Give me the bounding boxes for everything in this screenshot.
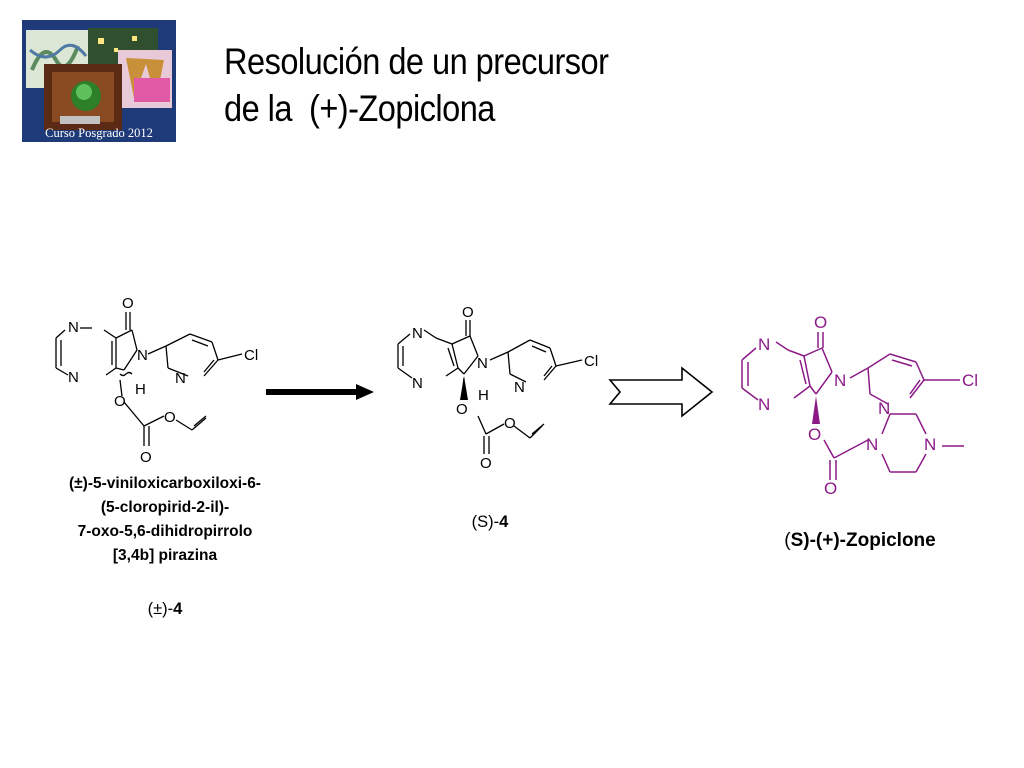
atom-N: N bbox=[924, 435, 936, 454]
atom-H: H bbox=[478, 387, 489, 404]
compound-name-line: (±)-5-viniloxicarboxiloxi-6- bbox=[69, 475, 261, 492]
conversion-arrow bbox=[608, 366, 714, 418]
atom-Cl: Cl bbox=[244, 347, 258, 364]
atom-N: N bbox=[866, 435, 878, 454]
label-prefix: ( bbox=[784, 530, 791, 551]
atom-N: N bbox=[412, 375, 423, 392]
atom-Cl: Cl bbox=[584, 353, 598, 370]
atom-N: N bbox=[68, 369, 79, 386]
compound-number: 4 bbox=[499, 513, 509, 531]
atom-O: O bbox=[140, 449, 152, 466]
s-enantiomer-structure: O N N N N Cl H O O O bbox=[397, 304, 598, 472]
atom-O: O bbox=[122, 295, 134, 312]
atom-N: N bbox=[68, 319, 79, 336]
atom-O: O bbox=[480, 455, 492, 472]
atom-O: O bbox=[462, 304, 474, 321]
logo-collage-image bbox=[22, 20, 176, 142]
racemic-compound-name: (±)-5-viniloxicarboxiloxi-6- (5-cloropir… bbox=[20, 472, 310, 568]
s-enantiomer-atom-labels: O N N N N Cl H O O O bbox=[412, 304, 598, 472]
atom-N: N bbox=[758, 335, 770, 354]
zopiclone-bonds bbox=[741, 332, 964, 480]
label-prefix: (S)- bbox=[471, 513, 500, 531]
atom-O: O bbox=[808, 425, 821, 444]
product-name: S)-(+)-Zopiclone bbox=[790, 530, 936, 551]
zopiclone-structure: O N N N N Cl O N N O bbox=[741, 313, 978, 498]
racemic-atom-labels: O N N N N Cl H O O O bbox=[68, 295, 258, 466]
atom-O: O bbox=[164, 409, 176, 426]
compound-name-line: [3,4b] pirazina bbox=[112, 547, 218, 564]
label-prefix: (±)- bbox=[147, 600, 174, 618]
logo-caption: Curso Posgrado 2012 bbox=[45, 126, 153, 140]
title-line-1: Resolución de un precursor bbox=[224, 41, 609, 82]
course-logo: Curso Posgrado 2012 bbox=[22, 20, 176, 142]
atom-O: O bbox=[814, 313, 827, 332]
atom-N: N bbox=[758, 395, 770, 414]
atom-O: O bbox=[824, 479, 837, 498]
atom-H: H bbox=[135, 381, 146, 398]
racemic-compound-label: (±)-4 bbox=[120, 600, 210, 619]
atom-N: N bbox=[878, 399, 890, 418]
wedge-bond bbox=[460, 376, 468, 400]
atom-O: O bbox=[456, 401, 468, 418]
compound-name-line: 7-oxo-5,6-dihidropirrolo bbox=[77, 523, 253, 540]
atom-N: N bbox=[137, 347, 148, 364]
s-enantiomer-label: (S)-4 bbox=[445, 513, 535, 532]
atom-N: N bbox=[175, 370, 186, 387]
compound-name-line: (5-cloropirid-2-il)- bbox=[100, 499, 230, 516]
slide-title: Resolución de un precursor de la (+)-Zop… bbox=[224, 38, 609, 132]
title-line-2: de la (+)-Zopiclona bbox=[224, 88, 495, 129]
s-enantiomer-bonds bbox=[397, 320, 583, 454]
wedge-bond bbox=[812, 396, 820, 424]
atom-N: N bbox=[412, 325, 423, 342]
resolution-arrow bbox=[266, 384, 374, 400]
atom-O: O bbox=[114, 393, 126, 410]
atom-N: N bbox=[477, 355, 488, 372]
racemic-precursor-structure: O N N N N Cl H O O O bbox=[55, 295, 258, 466]
atom-N: N bbox=[834, 371, 846, 390]
zopiclone-label: (S)-(+)-Zopiclone bbox=[740, 530, 980, 552]
atom-O: O bbox=[504, 415, 516, 432]
compound-number: 4 bbox=[173, 600, 183, 618]
racemic-bonds bbox=[55, 312, 243, 446]
atom-N: N bbox=[514, 379, 525, 396]
zopiclone-atom-labels: O N N N N Cl O N N O bbox=[758, 313, 978, 498]
atom-Cl: Cl bbox=[962, 371, 978, 390]
